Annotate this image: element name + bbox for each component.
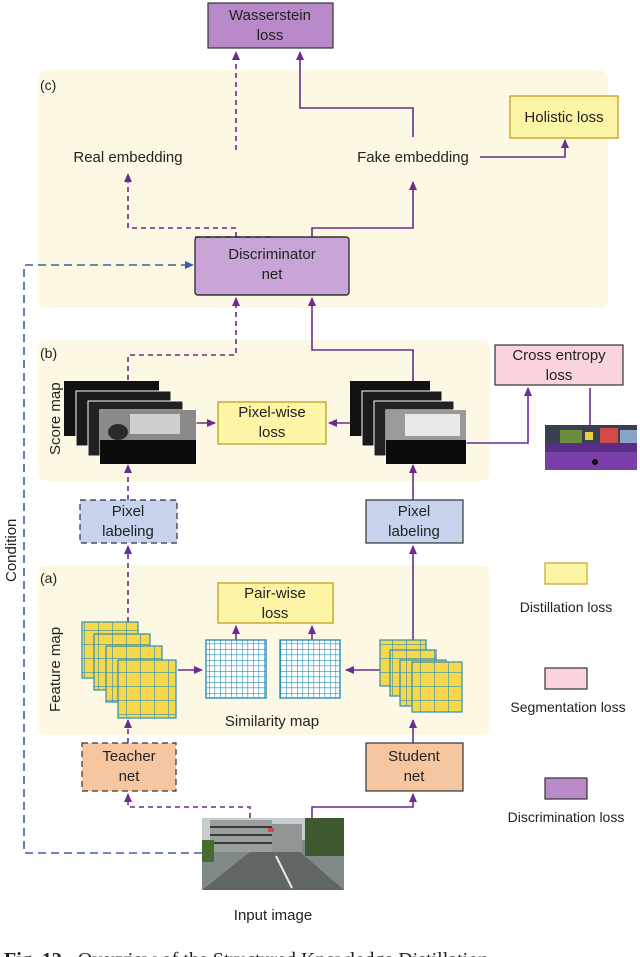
fake-embedding-label: Fake embedding — [357, 149, 469, 166]
section-c-label: (c) — [40, 77, 56, 93]
feature-map-label: Feature map — [47, 627, 64, 712]
figure-caption-prefix: Fig. 12. — [4, 949, 67, 957]
arrow-studentscore-disc — [308, 297, 414, 382]
arrow-fake-wasserstein — [296, 51, 414, 137]
input-street-image — [202, 818, 344, 890]
figure-caption-text: Overview of the Structured Knowledge Dis… — [78, 949, 488, 957]
similarity-map-label: Similarity map — [225, 713, 319, 730]
teacher-similarity-map — [205, 639, 267, 699]
section-c-panel — [38, 70, 608, 308]
score-map-label: Score map — [47, 382, 64, 455]
arrow-fake-holistic — [480, 139, 569, 158]
wasserstein-loss-box — [207, 2, 334, 49]
teacher-feature-map — [81, 621, 177, 719]
legend-swatch-segmentation — [544, 667, 588, 690]
section-a-label: (a) — [40, 570, 57, 586]
holistic-loss-box — [509, 95, 619, 139]
teacher-net-box — [81, 742, 177, 792]
legend-swatch-discrimination — [544, 777, 588, 800]
real-embedding-label: Real embedding — [73, 149, 182, 166]
arrow-input-teacher — [124, 793, 251, 818]
holistic-loss-label: Holistic loss — [524, 109, 603, 126]
student-pixel-labeling-box — [365, 499, 464, 544]
discriminator-box — [194, 236, 350, 296]
section-b-label: (b) — [40, 345, 57, 361]
condition-label: Condition — [3, 519, 20, 582]
arrow-score-crossentropy — [465, 387, 532, 444]
arrow-disc-real — [124, 173, 237, 237]
student-similarity-map — [279, 639, 341, 699]
legend: Distillation loss Segmentation loss Disc… — [508, 562, 626, 825]
teacher-pixel-labeling-box — [79, 499, 178, 544]
student-score-map — [350, 381, 467, 465]
legend-swatch-distillation — [544, 562, 588, 585]
arrow-teacherscore-disc — [127, 297, 240, 380]
input-image-label: Input image — [234, 907, 312, 924]
student-net-box — [365, 742, 464, 792]
legend-label-discrimination: Discrimination loss — [508, 809, 625, 825]
pair-wise-loss-box — [217, 582, 334, 624]
condition-arrow — [23, 261, 202, 854]
pixel-wise-loss-box — [217, 401, 327, 445]
teacher-score-map — [64, 381, 197, 465]
cross-entropy-loss-box — [494, 344, 624, 386]
figure-caption: Fig. 12. Overview of the Structured Know… — [4, 949, 488, 957]
legend-label-distillation: Distillation loss — [520, 599, 613, 615]
student-feature-map — [379, 639, 463, 713]
arrow-input-student — [311, 793, 417, 818]
legend-label-segmentation: Segmentation loss — [510, 699, 625, 715]
arrow-disc-fake — [311, 181, 417, 237]
ground-truth-segmentation-image — [545, 425, 637, 470]
